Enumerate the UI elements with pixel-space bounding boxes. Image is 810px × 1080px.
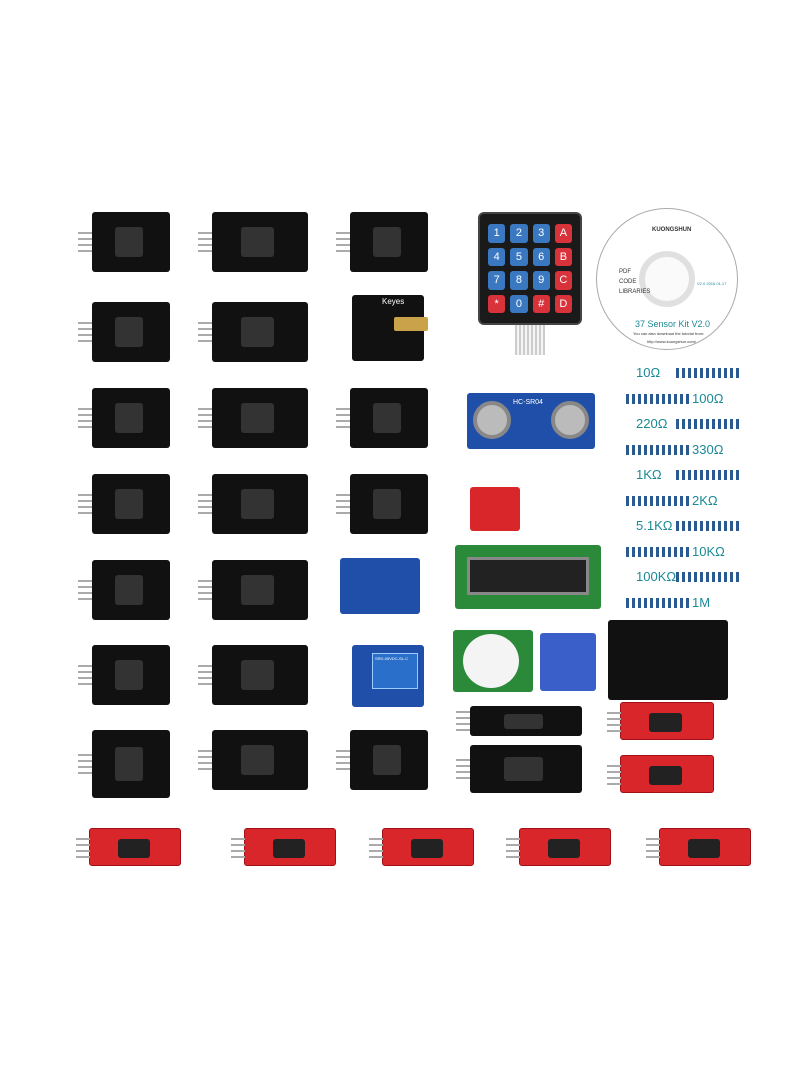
key: 3 bbox=[532, 224, 550, 243]
module-photoresistor bbox=[336, 388, 428, 448]
key: 6 bbox=[532, 247, 550, 266]
key: 7 bbox=[488, 271, 506, 290]
module-hall-sensor bbox=[336, 730, 428, 790]
key: 2 bbox=[510, 224, 528, 243]
lcd-1602 bbox=[455, 545, 601, 609]
key: 4 bbox=[488, 247, 506, 266]
module-passive-buzzer bbox=[198, 560, 308, 620]
tracking-module-1 bbox=[456, 745, 582, 793]
key: D bbox=[554, 294, 572, 313]
module-rotary-encoder bbox=[198, 645, 308, 705]
module-joystick bbox=[78, 212, 170, 272]
resistor-strip bbox=[676, 368, 740, 378]
module-ir-emitter bbox=[198, 302, 308, 362]
cd-item: PDF bbox=[619, 269, 631, 275]
rtc-module bbox=[340, 558, 420, 614]
resistor-strip bbox=[676, 470, 740, 480]
resistor-value-label: 10Ω bbox=[636, 365, 661, 380]
resistor-value-label: 5.1KΩ bbox=[636, 518, 673, 533]
keypad-ribbon-cable bbox=[515, 325, 545, 355]
key: * bbox=[488, 294, 506, 313]
cd-note: You can also download the tutorial from: bbox=[633, 331, 705, 336]
cd-version: V2.0 2016.01.17 bbox=[697, 281, 727, 286]
resistor-strip bbox=[676, 419, 740, 429]
red-sensor-module-0 bbox=[607, 702, 714, 740]
resistor-value-label: 10KΩ bbox=[692, 543, 725, 559]
key: B bbox=[554, 247, 572, 266]
relay-module: SRD-05VDC-SL-C bbox=[352, 645, 424, 707]
ultrasonic-sensor: HC-SR04 bbox=[467, 393, 595, 449]
resistor-value-label: 1KΩ bbox=[636, 467, 662, 482]
accelerometer bbox=[540, 633, 596, 691]
module-mini-reed bbox=[78, 645, 170, 705]
module-two-color-led-2 bbox=[336, 212, 428, 272]
module-tilt-switch bbox=[198, 388, 308, 448]
resistor-strip bbox=[626, 393, 690, 404]
resistor-value-label: 220Ω bbox=[636, 416, 668, 431]
resistor-strip bbox=[626, 597, 690, 608]
laser-module: Keyes bbox=[352, 295, 428, 361]
module-reed-switch bbox=[78, 560, 170, 620]
resistor-value-label: 330Ω bbox=[692, 441, 724, 457]
resistor-value-label: 100Ω bbox=[692, 390, 724, 406]
cd-hub bbox=[639, 251, 695, 307]
module-two-color-led bbox=[198, 212, 308, 272]
cd-disc: KUONGSHUN V2.0 2016.01.17 PDF CODE LIBRA… bbox=[596, 208, 738, 350]
key: 5 bbox=[510, 247, 528, 266]
module-active-buzzer bbox=[198, 474, 308, 534]
cd-title: 37 Sensor Kit V2.0 bbox=[635, 319, 711, 329]
key: 0 bbox=[510, 294, 528, 313]
resistor-strip bbox=[626, 495, 690, 506]
resistor-value-label: 100KΩ bbox=[636, 569, 677, 584]
key: 1 bbox=[488, 224, 506, 243]
key: 9 bbox=[532, 271, 550, 290]
ultrasonic-label: HC-SR04 bbox=[513, 399, 543, 406]
module-button bbox=[78, 474, 170, 534]
cd-url: http://www.kuongshun.com/ bbox=[647, 339, 696, 344]
pir-sensor bbox=[453, 630, 533, 692]
key: C bbox=[554, 271, 572, 290]
module-smd-rgb-led bbox=[78, 388, 170, 448]
sound-sensor-module-0 bbox=[76, 828, 181, 866]
tracking-module-0 bbox=[456, 706, 582, 736]
sound-sensor-module-1 bbox=[231, 828, 336, 866]
resistor-strip bbox=[626, 444, 690, 455]
key: # bbox=[532, 294, 550, 313]
keyes-label: Keyes bbox=[382, 297, 405, 306]
module-rgb-led bbox=[78, 302, 170, 362]
resistor-value-label: 2KΩ bbox=[692, 492, 718, 508]
red-sensor-module-1 bbox=[607, 755, 714, 793]
cd-item: CODE bbox=[619, 279, 637, 285]
resistor-strip bbox=[626, 546, 690, 557]
module-dht11 bbox=[78, 730, 170, 798]
relay-label: SRD-05VDC-SL-C bbox=[372, 653, 418, 689]
resistor-strip bbox=[676, 521, 740, 531]
cd-brand: KUONGSHUN bbox=[652, 227, 692, 233]
breadboard-power-supply bbox=[608, 620, 728, 700]
sound-sensor-module-3 bbox=[506, 828, 611, 866]
module-ir-receiver bbox=[198, 730, 308, 790]
key: 8 bbox=[510, 271, 528, 290]
resistor-strip bbox=[676, 572, 740, 582]
module-flame bbox=[336, 474, 428, 534]
cd-item: LIBRARIES bbox=[619, 289, 651, 295]
water-level-sensor bbox=[470, 487, 520, 531]
resistor-value-label: 1M bbox=[692, 594, 711, 610]
key: A bbox=[554, 224, 572, 243]
sound-sensor-module-4 bbox=[646, 828, 751, 866]
sound-sensor-module-2 bbox=[369, 828, 474, 866]
